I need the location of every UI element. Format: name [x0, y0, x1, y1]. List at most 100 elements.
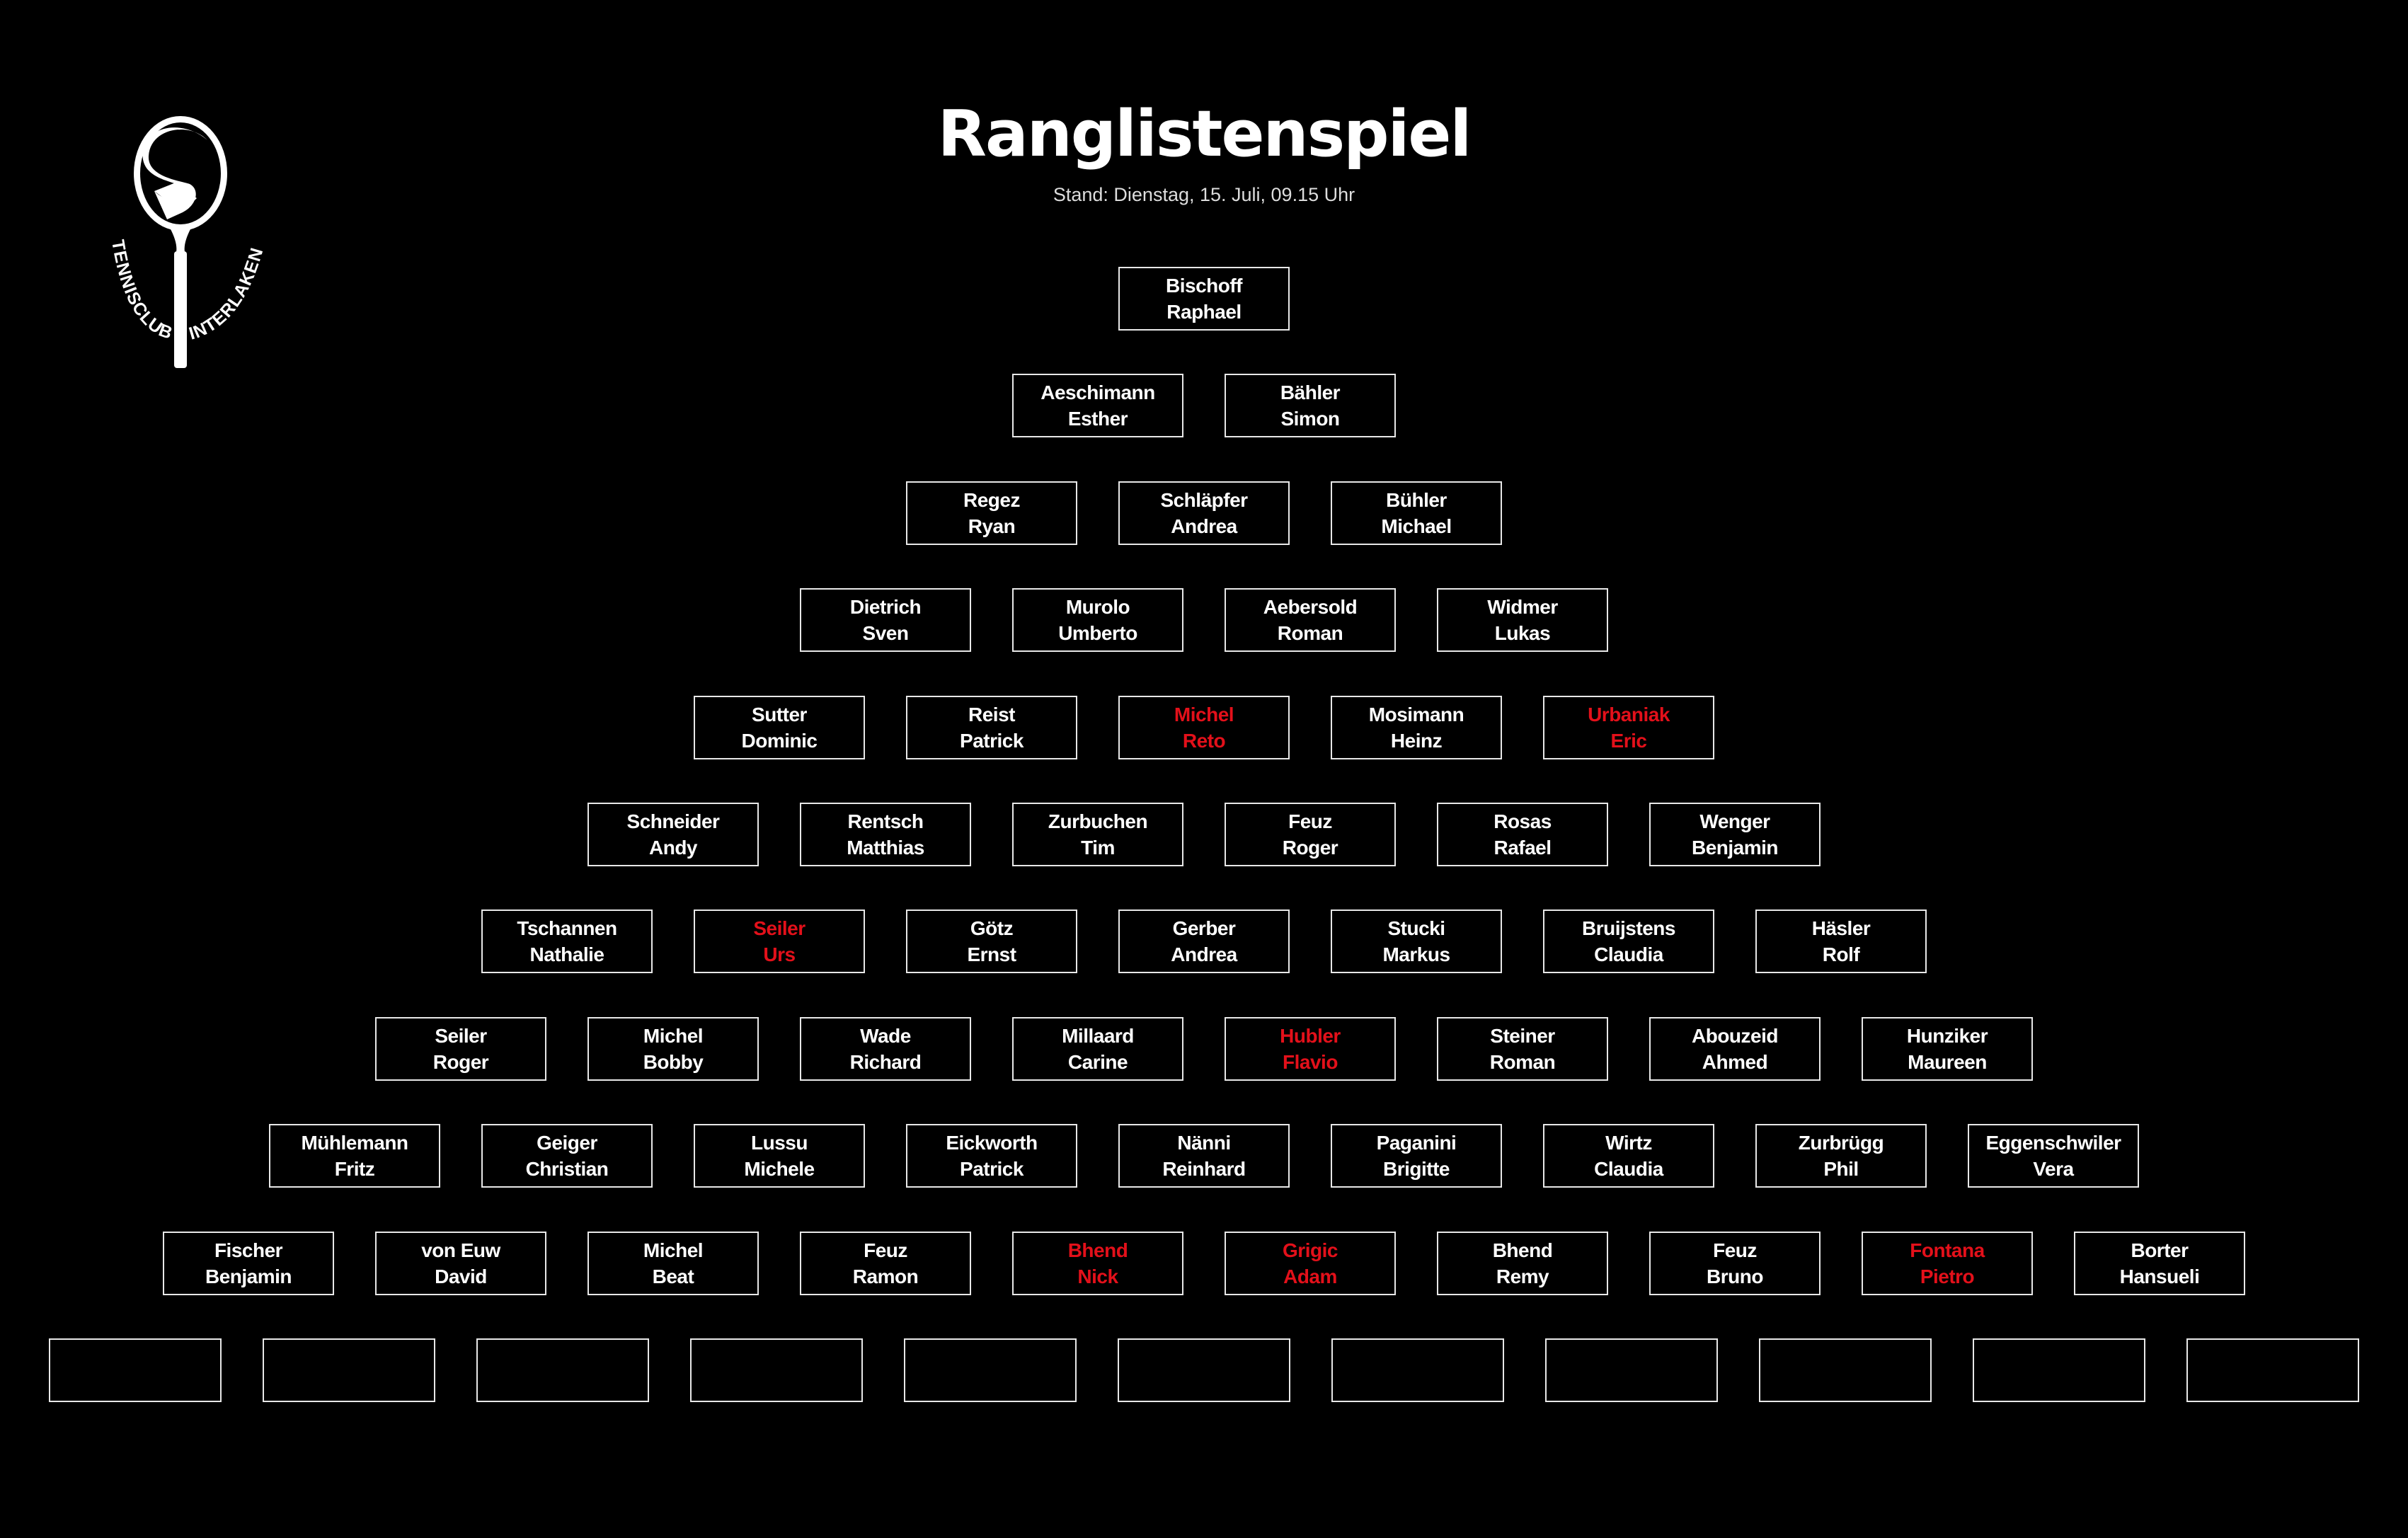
player-box [1759, 1338, 1932, 1402]
player-last-name: Michel [1174, 704, 1234, 725]
player-last-name: Sutter [752, 704, 807, 725]
player-first-name: Urs [763, 943, 796, 965]
player-box [2186, 1338, 2359, 1402]
page-subtitle: Stand: Dienstag, 15. Juli, 09.15 Uhr [1053, 184, 1355, 205]
player-last-name: Lussu [751, 1132, 808, 1154]
player-first-name: Flavio [1283, 1051, 1338, 1073]
player-box [904, 1338, 1077, 1402]
player-box [476, 1338, 649, 1402]
player-box [1545, 1338, 1718, 1402]
player-first-name: Eric [1610, 730, 1647, 752]
player-last-name: Rosas [1493, 810, 1552, 832]
player-last-name: Michel [643, 1239, 704, 1261]
player-last-name: Wirtz [1605, 1132, 1652, 1154]
player-last-name: Seiler [753, 917, 805, 939]
player-last-name: Hubler [1280, 1025, 1341, 1047]
player-last-name: Urbaniak [1588, 704, 1670, 725]
player-last-name: Millaard [1062, 1025, 1134, 1047]
player-first-name: Richard [849, 1051, 922, 1073]
player-first-name: Carine [1067, 1051, 1128, 1073]
player-first-name: Beat [652, 1266, 694, 1287]
player-first-name: Michele [744, 1158, 815, 1180]
player-first-name: Sven [862, 622, 909, 644]
player-last-name: Bruijstens [1582, 917, 1675, 939]
player-first-name: Fritz [334, 1158, 375, 1180]
player-last-name: Götz [970, 917, 1014, 939]
player-first-name: Roman [1277, 622, 1343, 644]
player-first-name: Roger [432, 1051, 489, 1073]
player-first-name: Patrick [960, 1158, 1024, 1180]
player-first-name: Claudia [1594, 943, 1663, 965]
player-last-name: Geiger [537, 1132, 597, 1154]
player-box [1118, 1338, 1290, 1402]
player-first-name: Brigitte [1383, 1158, 1450, 1180]
player-last-name: Widmer [1487, 596, 1558, 618]
player-last-name: Bischoff [1166, 275, 1243, 297]
tennis-racket-logo-icon: TENNISCLUB INTERLAKEN [108, 116, 267, 368]
player-first-name: Andy [649, 837, 698, 859]
player-last-name: Abouzeid [1692, 1025, 1779, 1047]
player-first-name: Nathalie [529, 943, 604, 965]
player-first-name: Ramon [852, 1266, 919, 1287]
player-box [1973, 1338, 2145, 1402]
player-last-name: Bhend [1067, 1239, 1128, 1261]
player-last-name: Stucki [1387, 917, 1445, 939]
player-last-name: Rentsch [847, 810, 924, 832]
player-last-name: Regez [963, 489, 1020, 511]
player-last-name: Wenger [1699, 810, 1770, 832]
player-last-name: Steiner [1490, 1025, 1555, 1047]
player-last-name: Häsler [1811, 917, 1871, 939]
player-first-name: Umberto [1058, 622, 1137, 644]
player-first-name: Patrick [960, 730, 1024, 752]
player-first-name: Pietro [1920, 1266, 1975, 1287]
player-first-name: Benjamin [205, 1266, 292, 1287]
player-last-name: Paganini [1376, 1132, 1457, 1154]
player-last-name: Bhend [1492, 1239, 1553, 1261]
player-first-name: Benjamin [1691, 837, 1779, 859]
player-first-name: Ernst [967, 943, 1016, 965]
player-last-name: Eggenschwiler [1985, 1132, 2121, 1154]
player-last-name: Zurbrügg [1798, 1132, 1884, 1154]
